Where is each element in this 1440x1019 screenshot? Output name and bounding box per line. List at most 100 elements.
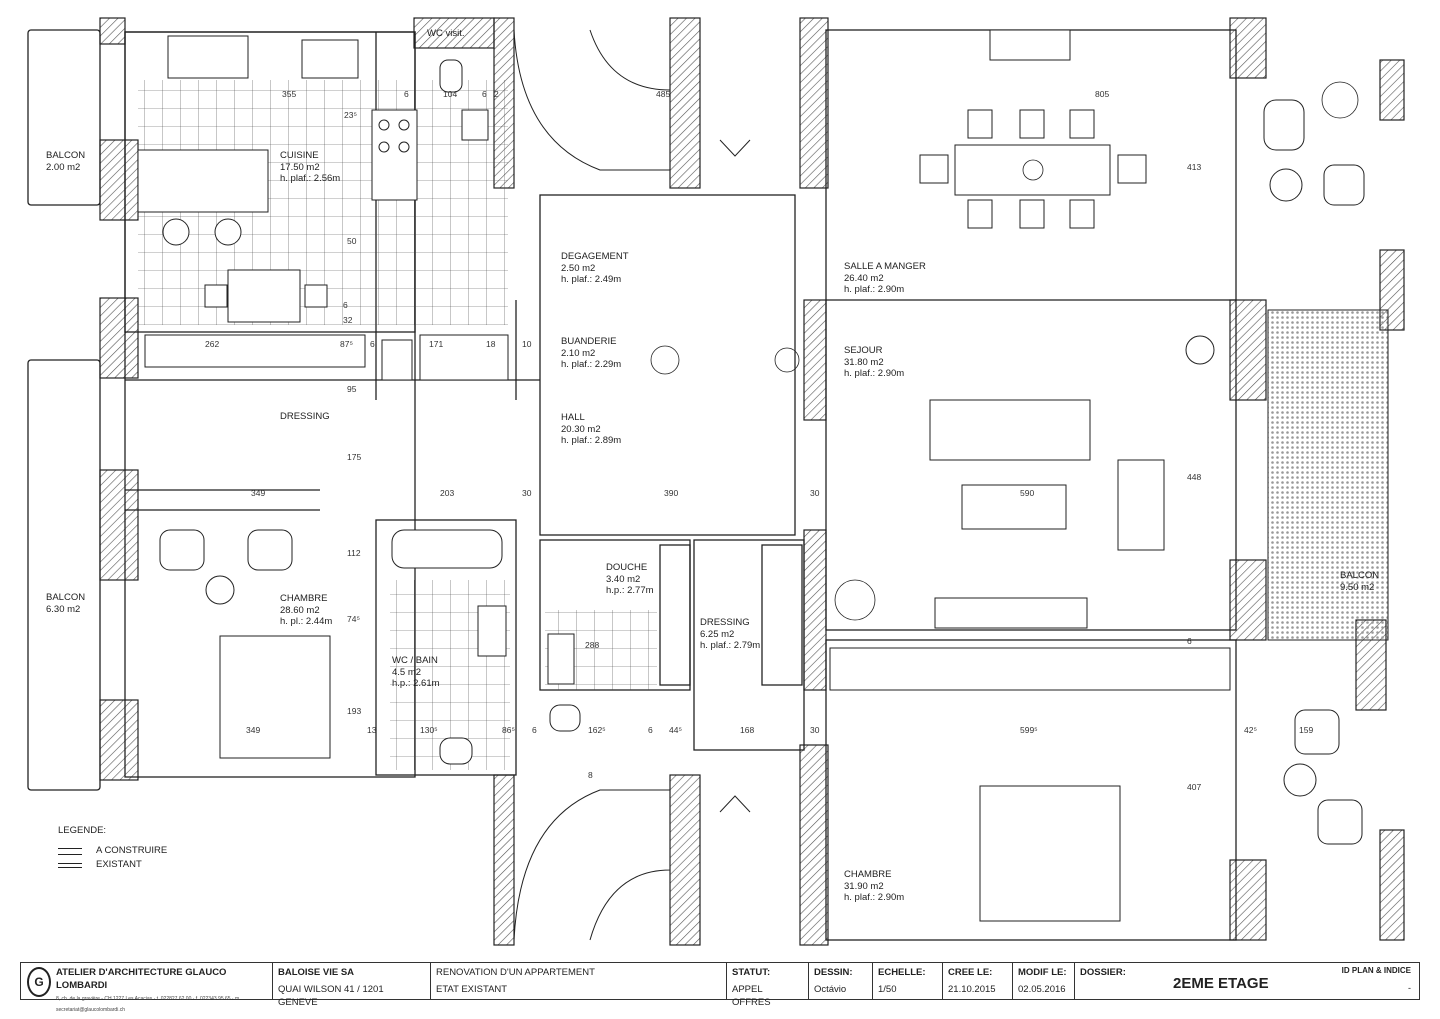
room-label-balcon-left: BALCON 6.30 m2 [46, 592, 86, 615]
room-label-balcon-top: BALCON 2.00 m2 [46, 150, 86, 173]
dimension: 485 [656, 89, 671, 99]
room-label-douche: DOUCHE 3.40 m2 h.p.: 2.77m [606, 562, 654, 596]
modif-value: 02.05.2016 [1018, 984, 1066, 995]
architect-logo: G [27, 967, 51, 997]
dimension: 193 [347, 706, 362, 716]
living-furniture [919, 29, 1389, 641]
client-address: QUAI WILSON 41 / 1201 GENEVE [278, 984, 384, 1008]
dimension: 32 [343, 315, 353, 325]
room-label-wc-bain: WC / BAIN 4.5 m2 h.p.: 2.61m [392, 655, 440, 689]
dimension: 599⁵ [1020, 725, 1038, 735]
dimension: 2 [494, 89, 499, 99]
plan-id-label: ID PLAN & INDICE [1341, 966, 1411, 975]
dimension: 262 [205, 339, 220, 349]
modif-cell: MODIF LE: 02.05.2016 [1013, 963, 1075, 999]
room-label-dressing-mid: DRESSING 6.25 m2 h. plaf.: 2.79m [700, 617, 761, 651]
dimension: 413 [1187, 162, 1202, 172]
legend-label-new: A CONSTRUIRE [96, 845, 168, 856]
dimension: 104 [443, 89, 458, 99]
dimension: 86⁵ [502, 725, 515, 735]
dimension: 112 [347, 548, 361, 558]
dessin-cell: DESSIN: Octávio [809, 963, 873, 999]
dimension: 162⁵ [588, 725, 606, 735]
dimension: 23⁵ [344, 110, 357, 120]
dimension: 6 [482, 89, 487, 99]
dimension: 6 [648, 725, 653, 735]
floor-name: 2EME ETAGE [1173, 975, 1269, 992]
dessin-label: DESSIN: [814, 967, 853, 978]
dimension: 30 [810, 488, 820, 498]
dossier-label: DOSSIER: [1080, 967, 1126, 978]
dimension: 6 [343, 300, 348, 310]
cree-value: 21.10.2015 [948, 984, 996, 995]
room-label-chambre-right: CHAMBRE 31.90 m2 h. plaf.: 2.90m [844, 869, 905, 903]
room-label-degagement: DEGAGEMENT 2.50 m2 h. plaf.: 2.49m [561, 251, 629, 285]
client-name: BALOISE VIE SA [278, 967, 355, 978]
title-block: G ATELIER D'ARCHITECTURE GLAUCO LOMBARDI… [20, 962, 1420, 1013]
client-cell: BALOISE VIE SA QUAI WILSON 41 / 1201 GEN… [273, 963, 431, 1008]
dimension: 168 [740, 725, 755, 735]
statut-cell: STATUT: APPEL OFFRES [727, 963, 809, 1008]
architect-address: 8, ch. de la gravière - CH 1227 Les Acac… [56, 996, 241, 1013]
dimension: 6 [1187, 636, 1192, 646]
project-subtitle: ETAT EXISTANT [436, 984, 508, 995]
dimension: 50 [347, 236, 357, 246]
kitchen-furniture [137, 35, 509, 381]
room-label-sejour: SEJOUR 31.80 m2 h. plaf.: 2.90m [844, 345, 905, 379]
dimension: 6 [370, 339, 375, 349]
dimension: 6 [532, 725, 537, 735]
modif-label: MODIF LE: [1018, 967, 1067, 978]
dimension: 30 [522, 488, 532, 498]
room-label-dressing-left: DRESSING [280, 411, 330, 422]
room-label-wc-visit: WC visit. [427, 28, 465, 39]
echelle-cell: ECHELLE: 1/50 [873, 963, 943, 999]
dimension: 590 [1020, 488, 1035, 498]
dimension: 8 [588, 770, 593, 780]
dimension: 175 [347, 452, 362, 462]
dimension: 6 [404, 89, 409, 99]
echelle-value: 1/50 [878, 984, 897, 995]
dimension: 87⁵ [340, 339, 353, 349]
legend-swatch-existing [58, 862, 82, 868]
room-label-buanderie: BUANDERIE 2.10 m2 h. plaf.: 2.29m [561, 336, 622, 370]
dimension: 159 [1299, 725, 1314, 735]
dimension: 74⁵ [347, 614, 360, 624]
dimension: 44⁵ [669, 725, 682, 735]
dessin-value: Octávio [814, 984, 847, 995]
project-cell: RENOVATION D'UN APPARTEMENT ETAT EXISTAN… [431, 963, 727, 999]
dimension: 390 [664, 488, 679, 498]
dimension: 171 [429, 339, 444, 349]
dossier-cell: DOSSIER: 2EME ETAGE ID PLAN & INDICE - [1075, 963, 1419, 999]
dimension: 13 [367, 725, 377, 735]
project-name: RENOVATION D'UN APPARTEMENT [436, 967, 595, 978]
dimension: 407 [1187, 782, 1202, 792]
legend-swatch-new [58, 847, 82, 855]
dimension: 203 [440, 488, 455, 498]
bedroom-furniture [159, 529, 1363, 922]
legend-label-existing: EXISTANT [96, 859, 142, 870]
dimension: 42⁵ [1244, 725, 1257, 735]
dimension: 288 [585, 640, 600, 650]
legend-title: LEGENDE: [58, 825, 107, 836]
dimension: 349 [246, 725, 261, 735]
statut-label: STATUT: [732, 967, 771, 978]
dimension: 805 [1095, 89, 1110, 99]
dimension: 95 [347, 384, 357, 394]
plants [650, 81, 1359, 621]
dimension: 448 [1187, 472, 1202, 482]
dimension: 18 [486, 339, 496, 349]
legend-item-existing: EXISTANT [58, 858, 167, 872]
legend: LEGENDE: A CONSTRUIRE EXISTANT [58, 824, 167, 872]
cree-cell: CREE LE: 21.10.2015 [943, 963, 1013, 999]
echelle-label: ECHELLE: [878, 967, 926, 978]
dimension: 30 [810, 725, 820, 735]
room-label-hall: HALL 20.30 m2 h. plaf.: 2.89m [561, 412, 622, 446]
legend-item-new: A CONSTRUIRE [58, 844, 167, 858]
room-label-salle-a-manger: SALLE A MANGER 26.40 m2 h. plaf.: 2.90m [844, 261, 926, 295]
staircases [513, 29, 751, 941]
dimension: 130⁵ [420, 725, 438, 735]
dimension: 10 [522, 339, 532, 349]
dimension: 349 [251, 488, 266, 498]
room-label-balcon-right: BALCON 9.50 m2 [1340, 570, 1380, 593]
